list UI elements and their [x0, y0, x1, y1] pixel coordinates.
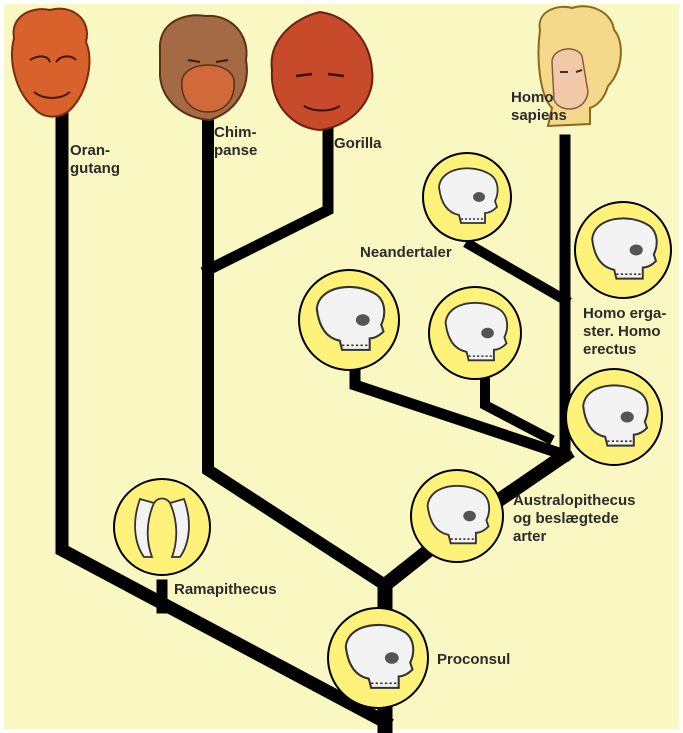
label-orangutan-line-2: gutang [70, 160, 120, 178]
label-australopithecus-line-3: arter [513, 528, 636, 546]
label-ramapithecus: Ramapithecus [174, 581, 277, 599]
label-homo-ergaster: Homo erga- ster. Homo erectus [583, 305, 666, 359]
label-homo-ergaster-line-3: erectus [583, 341, 666, 359]
label-australopithecus: Australopithecus og beslægtede arter [513, 492, 636, 546]
proconsul-node [328, 608, 428, 708]
chimpanzee-head-icon [160, 15, 247, 120]
label-homo-ergaster-line-1: Homo erga- [583, 305, 666, 323]
label-chimpanzee: Chim- panse [214, 124, 257, 160]
label-homo-sapiens: Homo sapiens [511, 89, 567, 125]
early-hominid-node-1 [299, 270, 399, 370]
label-orangutan-line-1: Oran- [70, 142, 120, 160]
label-gorilla: Gorilla [334, 135, 382, 153]
label-chimpanzee-line-2: panse [214, 142, 257, 160]
label-proconsul: Proconsul [437, 651, 510, 669]
label-homo-sapiens-line-1: Homo [511, 89, 567, 107]
label-homo-sapiens-line-2: sapiens [511, 107, 567, 125]
label-orangutan: Oran- gutang [70, 142, 120, 178]
ergaster-node [575, 202, 671, 298]
label-homo-ergaster-line-2: ster. Homo [583, 323, 666, 341]
australopithecus-node [411, 470, 503, 562]
homo-habilis-node [566, 369, 662, 465]
ramapithecus-node [114, 479, 210, 575]
label-neanderthal: Neandertaler [360, 244, 452, 262]
label-australopithecus-line-1: Australopithecus [513, 492, 636, 510]
neanderthal-node [423, 153, 511, 241]
label-chimpanzee-line-1: Chim- [214, 124, 257, 142]
early-hominid-node-2 [429, 287, 521, 379]
label-australopithecus-line-2: og beslægtede [513, 510, 636, 528]
